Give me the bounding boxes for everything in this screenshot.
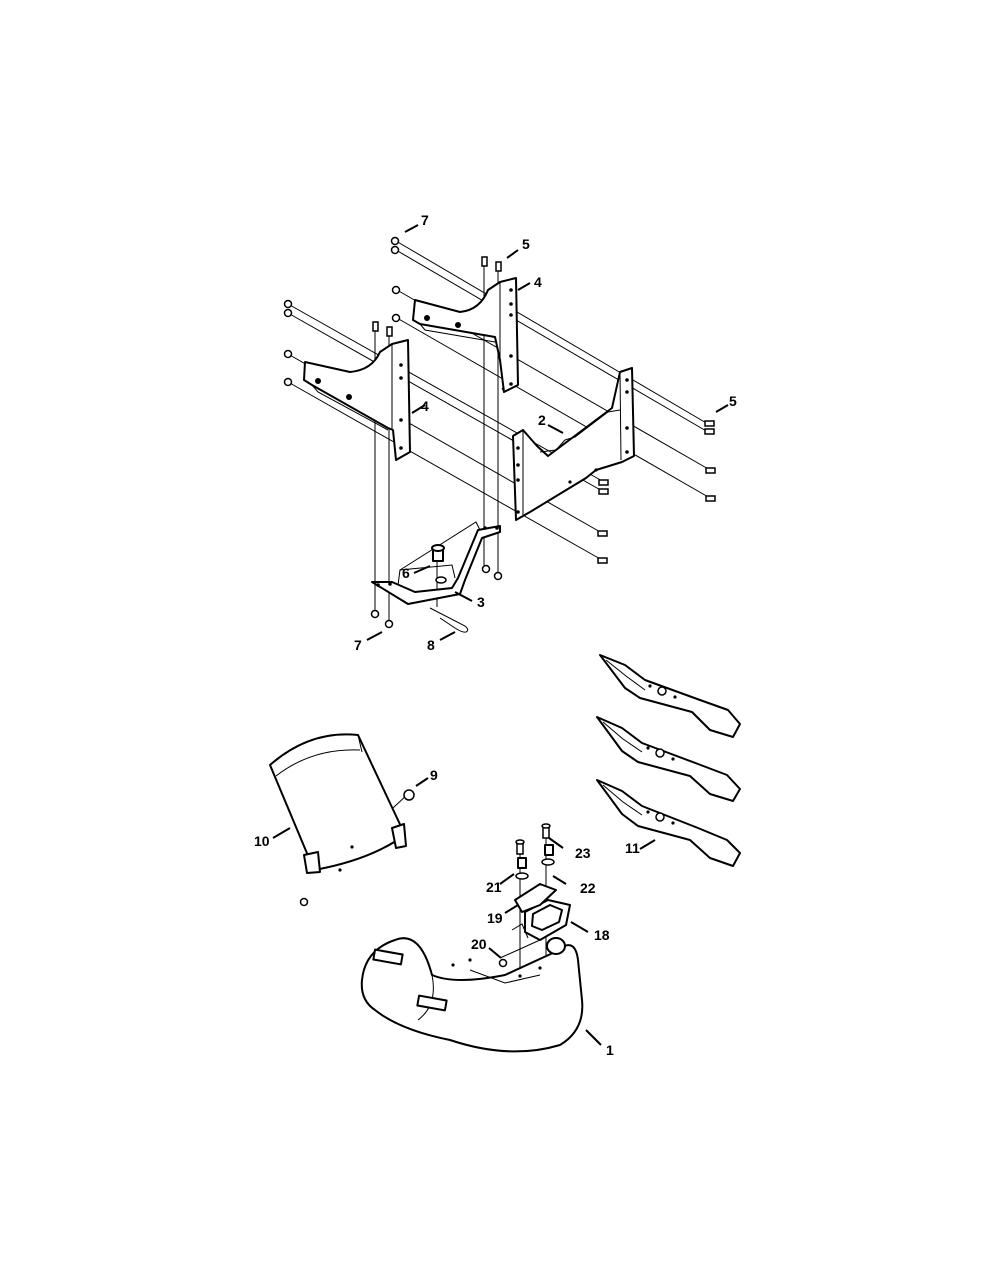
- part-2-mount-bracket: [512, 367, 635, 521]
- callout-22: 22: [580, 880, 596, 896]
- callout-20: 20: [471, 936, 487, 952]
- callout-5-right: 5: [729, 393, 737, 409]
- part-18-handle: [524, 899, 571, 941]
- part-11-blade-bottom: [596, 779, 741, 867]
- part-9-plug: [403, 789, 415, 801]
- part-11-blade-middle: [596, 716, 741, 802]
- callout-7-bottom: 7: [354, 637, 362, 653]
- callout-9: 9: [430, 767, 438, 783]
- part-8-hairpin: [429, 607, 469, 633]
- part-23-bolts: [515, 823, 551, 855]
- part-22-washers: [515, 858, 555, 880]
- part-21-springs: [517, 844, 554, 869]
- callout-8: 8: [427, 637, 435, 653]
- bolt-hardware: [372, 256, 716, 564]
- part-10-chute-sleeve: [269, 733, 407, 874]
- part-4-bracket-rear: [412, 277, 519, 393]
- callout-2: 2: [538, 412, 546, 428]
- callout-1: 1: [606, 1042, 614, 1058]
- callout-21: 21: [486, 879, 502, 895]
- callout-5-top: 5: [522, 236, 530, 252]
- callout-18: 18: [594, 927, 610, 943]
- callout-19: 19: [487, 910, 503, 926]
- callout-6: 6: [402, 565, 410, 581]
- part-11-blade-top: [599, 654, 741, 738]
- callout-11: 11: [625, 840, 640, 856]
- nut-hardware: [283, 236, 508, 968]
- callout-labels: 7 5 4 5 2 4 6 3 7 8 9 10 11 23 21 22 19 …: [254, 212, 737, 1058]
- callout-4-rear: 4: [534, 274, 542, 290]
- part-1-discharge-chute: [360, 937, 584, 1053]
- part-3-base-plate: [371, 521, 501, 605]
- callout-7-top: 7: [421, 212, 429, 228]
- callout-3: 3: [477, 594, 485, 610]
- callout-23: 23: [575, 845, 591, 861]
- part-4-bracket-front: [303, 339, 411, 461]
- callout-10: 10: [254, 833, 270, 849]
- part-6-pin: [431, 544, 445, 562]
- part-19-latch: [511, 883, 557, 939]
- callout-4-front: 4: [421, 398, 429, 414]
- leader-lines: [272, 224, 729, 1046]
